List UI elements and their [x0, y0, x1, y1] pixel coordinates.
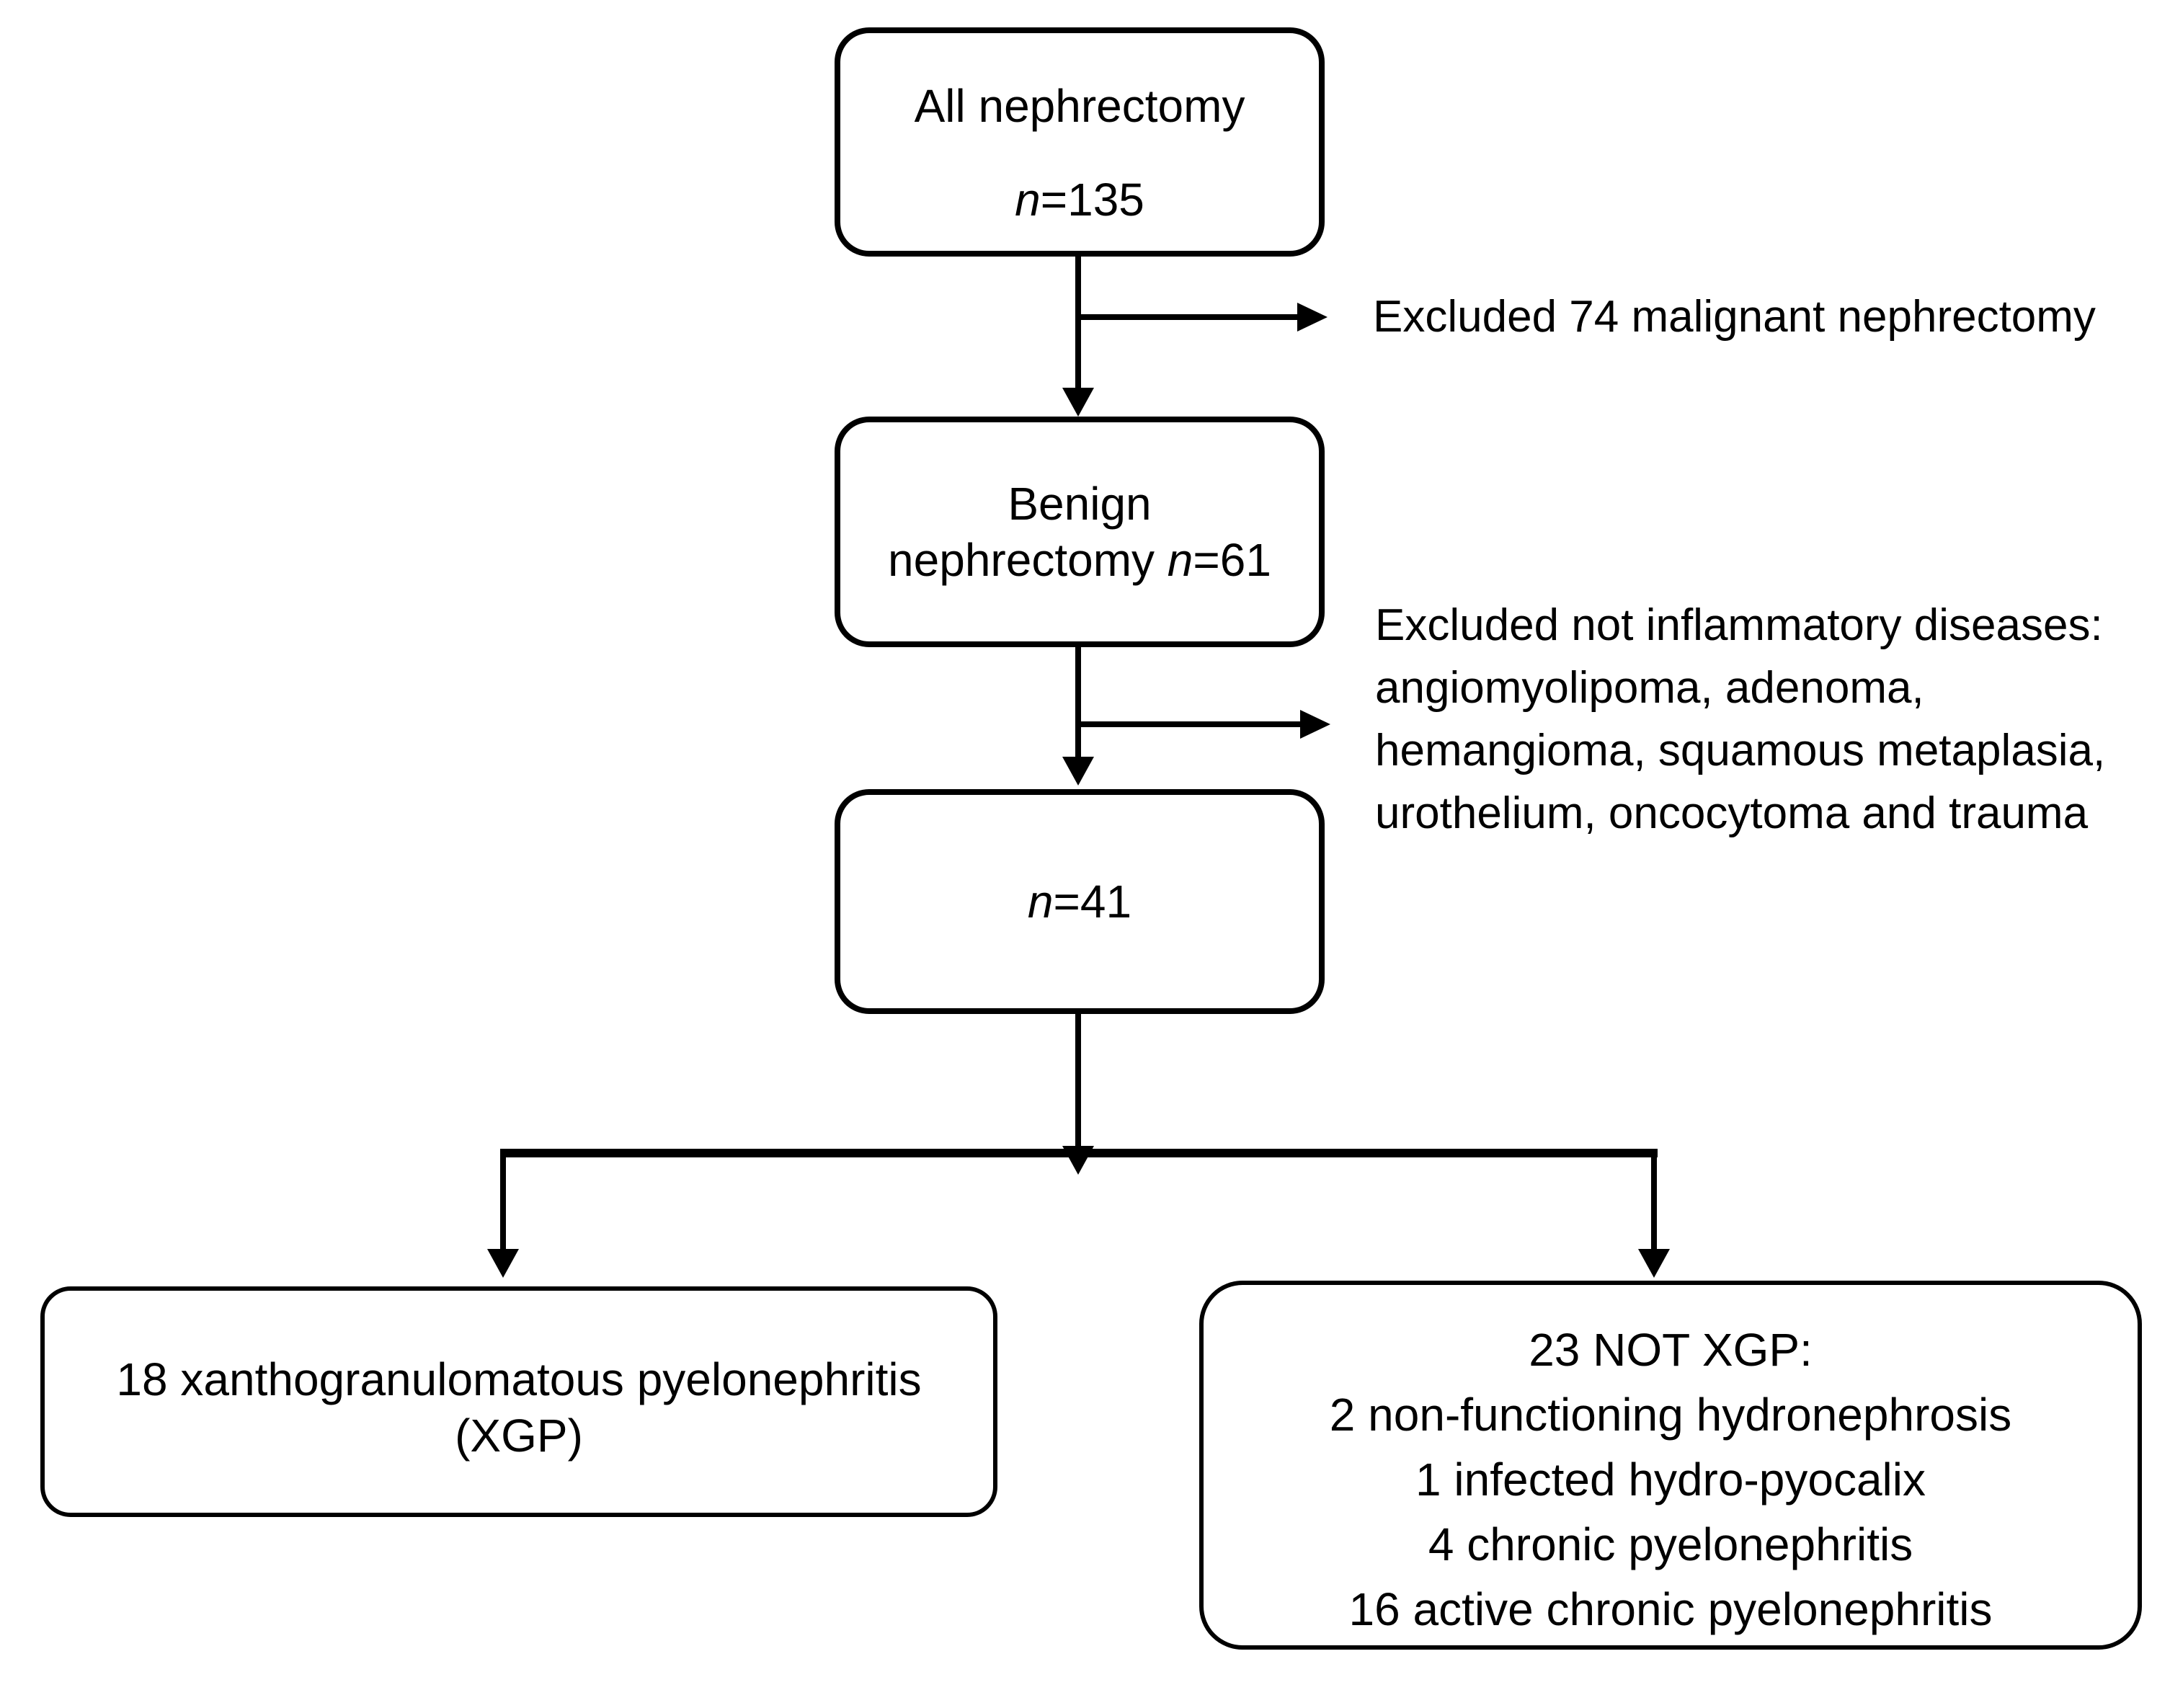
box-not-xgp-line1: 23 NOT XGP: [1529, 1324, 1813, 1376]
arrowhead-excluded-malignant [1297, 303, 1328, 332]
connector-n41-to-junction-line [1075, 1014, 1081, 1153]
branch-excluded-not-inflammatory-line [1078, 721, 1302, 727]
arrowhead-junction-center [1062, 1146, 1094, 1175]
box-n41-count: n=41 [1028, 873, 1131, 930]
box-not-xgp-line5: 16 active chronic pyelonephritis [1348, 1583, 1993, 1635]
branch-excluded-malignant-line [1078, 314, 1299, 320]
box-all-nephrectomy-count: n=135 [1015, 173, 1144, 226]
excluded-not-inflammatory-line1: Excluded not inflammatory diseases: [1375, 600, 2103, 650]
box-not-xgp-line2: 2 non-functioning hydronephrosis [1329, 1389, 2012, 1441]
box-benign-line1: Benign [1008, 478, 1152, 530]
n-symbol: n [1027, 876, 1054, 928]
connector-junction-to-xgp-line [500, 1153, 506, 1250]
n-value: =61 [1193, 534, 1271, 586]
connector-benign-to-n41-line [1075, 647, 1081, 758]
arrowhead-benign-to-n41 [1062, 757, 1094, 786]
box-benign-nephrectomy: Benign nephrectomy n=61 [835, 417, 1325, 647]
n-value: =135 [1040, 174, 1144, 226]
box-not-xgp-line4: 4 chronic pyelonephritis [1428, 1518, 1913, 1570]
arrowhead-junction-to-notxgp [1638, 1249, 1670, 1278]
annotation-excluded-malignant: Excluded 74 malignant nephrectomy [1373, 292, 2096, 342]
connector-junction-to-notxgp-line [1651, 1153, 1657, 1250]
benign-line2-prefix: nephrectomy [888, 534, 1168, 586]
box-not-xgp-line3: 1 infected hydro-pyocalix [1415, 1454, 1926, 1505]
excluded-not-inflammatory-line2: angiomyolipoma, adenoma, [1375, 663, 1924, 713]
box-n41: n=41 [835, 789, 1325, 1014]
box-not-xgp: 23 NOT XGP: 2 non-functioning hydronephr… [1199, 1281, 2142, 1650]
n-symbol: n [1015, 174, 1041, 226]
connector-all-to-benign-line [1075, 257, 1081, 389]
n-symbol: n [1167, 534, 1193, 586]
excluded-not-inflammatory-line3: hemangioma, squamous metaplasia, [1375, 726, 2106, 775]
arrowhead-junction-to-xgp [487, 1249, 519, 1278]
box-all-nephrectomy-title: All nephrectomy [914, 80, 1245, 132]
box-xgp: 18 xanthogranulomatous pyelonephritis (X… [40, 1286, 997, 1517]
n-value: =41 [1053, 876, 1132, 928]
arrowhead-excluded-not-inflammatory [1300, 710, 1330, 739]
box-benign-line2: nephrectomy n=61 [888, 532, 1271, 588]
box-xgp-line2: (XGP) [455, 1410, 583, 1462]
annotation-excluded-not-inflammatory: Excluded not inflammatory diseases: angi… [1375, 594, 2105, 845]
box-xgp-line1: 18 xanthogranulomatous pyelonephritis [116, 1353, 922, 1405]
arrowhead-all-to-benign [1062, 388, 1094, 417]
excluded-not-inflammatory-line4: urothelium, oncocytoma and trauma [1375, 788, 2089, 838]
box-all-nephrectomy: All nephrectomy n=135 [835, 27, 1325, 257]
